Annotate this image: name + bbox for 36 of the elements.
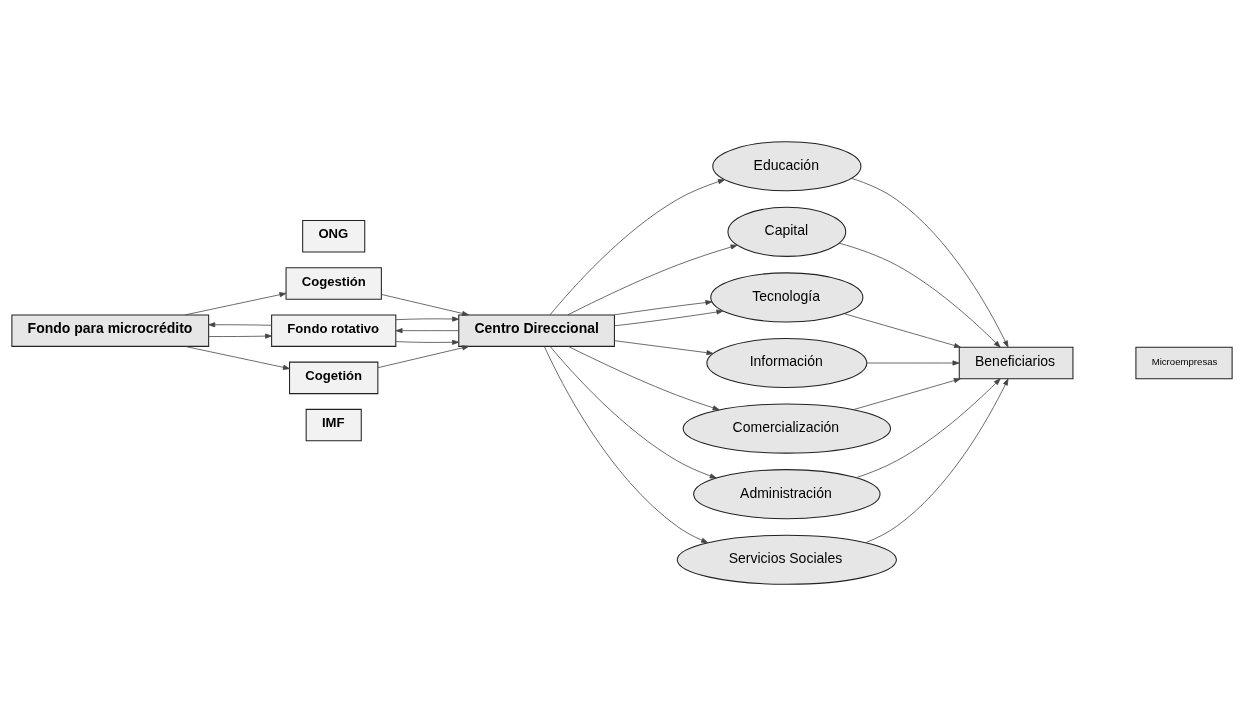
arrow: [567, 346, 720, 411]
arrow: [614, 309, 724, 327]
arrow: [853, 378, 961, 410]
node-box: Cogetión: [289, 361, 379, 395]
node-box: Microempresas: [1135, 346, 1233, 380]
arrow: [838, 242, 1001, 348]
node-box: Cogestión: [285, 267, 382, 300]
arrow: [843, 313, 961, 348]
arrow: [208, 333, 272, 339]
arrow: [614, 340, 714, 356]
arrow: [395, 328, 460, 334]
node-box: Fondo para microcrédito: [11, 314, 210, 347]
node-box: Beneficiarios: [958, 346, 1074, 380]
node-box: Fondo rotativo: [271, 314, 397, 347]
node-box: Centro Direccional: [458, 314, 615, 347]
arrow: [865, 378, 1009, 543]
node-box: IMF: [305, 408, 362, 442]
arrow: [381, 294, 469, 316]
node-ellipse: Tecnología: [710, 272, 864, 323]
arrow: [614, 300, 713, 316]
arrow: [567, 244, 738, 316]
arrow: [184, 346, 290, 370]
arrow: [866, 360, 960, 366]
node-box: ONG: [302, 219, 366, 253]
arrow: [184, 292, 287, 316]
node-ellipse: Administración: [693, 469, 881, 520]
arrow: [395, 339, 460, 345]
arrow: [543, 346, 709, 544]
arrow: [851, 178, 1009, 348]
arrow: [550, 346, 717, 479]
node-ellipse: Educación: [712, 141, 862, 192]
arrow: [395, 316, 460, 322]
arrow: [377, 345, 470, 369]
arrow: [549, 179, 725, 316]
arrow: [856, 378, 1001, 478]
arrow: [208, 322, 272, 328]
